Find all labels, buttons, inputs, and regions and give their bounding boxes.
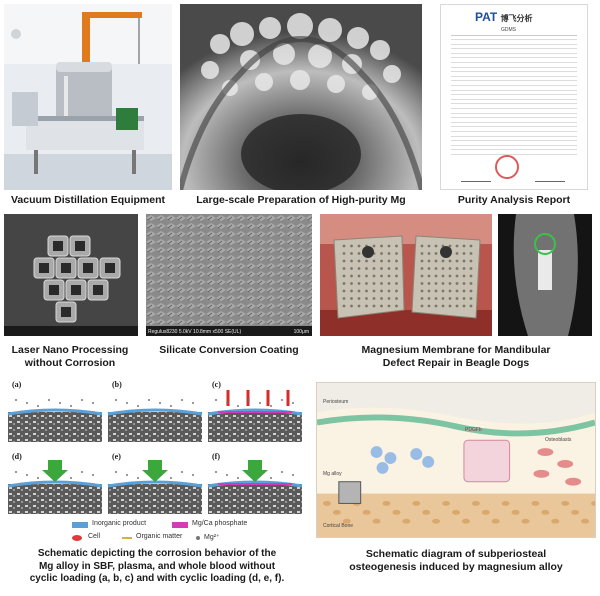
report-table [451,39,577,159]
caption-membrane: Magnesium Membrane for Mandibular Defect… [361,344,551,369]
purity-report-document: PAT 博飞分析 GDMS [440,4,588,190]
legend-inorganic: Inorganic product [92,520,147,527]
panel-label-a: (a) [12,380,22,389]
panel-label-c: (c) [212,380,221,389]
panel-label-f: (f) [212,452,220,461]
report-logo-cn: 博飞分析 [500,14,533,23]
caption-corrosion: Schematic depicting the corrosion behavi… [29,548,285,584]
legend-mg: Mg²⁺ [204,534,220,541]
label-periosteum: Periosteum [323,399,349,405]
legend-swatch-inorganic [72,522,88,528]
panel-label-d: (d) [12,452,22,461]
panel-label-e: (e) [112,452,121,461]
mg-membrane-surgery-photo [320,214,492,336]
sem-info: Regulus8230 5.0kV 10.8mm x500 SE(UL) [148,329,242,335]
legend-cell: Cell [88,533,101,540]
laser-processing-sem [4,214,138,336]
caption-prep: Large-scale Preparation of High-purity M… [196,194,406,206]
legend-organic: Organic matter [136,533,183,540]
legend-mgca: Mg/Ca phosphate [192,520,248,527]
report-logo-text: PAT [475,10,498,24]
label-cortical: Cortical Bone [323,523,354,529]
panel-label-b: (b) [112,380,122,389]
legend-swatch-cell [72,535,82,541]
caption-purity: Purity Analysis Report [457,194,571,206]
label-mg-alloy: Mg alloy [323,471,342,477]
caption-osteo: Schematic diagram of subperiosteal osteo… [349,548,563,573]
legend-swatch-organic [122,537,132,539]
legend-swatch-mg [196,536,200,540]
ct-scan-image [498,214,592,336]
red-seal [495,155,519,179]
vacuum-distillation-photo [4,4,172,190]
caption-laser: Laser Nano Processing without Corrosion [11,344,129,369]
mg-crystals-photo [180,4,422,190]
legend-swatch-mgca [172,522,188,528]
caption-vacuum: Vacuum Distillation Equipment [10,194,166,206]
report-title: GDMS [501,27,516,33]
label-pdgfb: PDGFb [465,427,482,433]
silicate-coating-sem: Regulus8230 5.0kV 10.8mm x500 SE(UL) 100… [146,214,312,336]
corrosion-schematic: (a) (b) (c) (d) (e) (f) [8,378,306,528]
sem-scale: 100μm [293,329,309,335]
caption-silicate: Silicate Conversion Coating [159,344,299,356]
label-osteoblasts: Osteoblasts [545,437,572,443]
osteogenesis-schematic: Periosteum Mg alloy Cortical Bone Osteob… [316,382,596,538]
report-logo: PAT 博飞分析 [475,10,533,24]
